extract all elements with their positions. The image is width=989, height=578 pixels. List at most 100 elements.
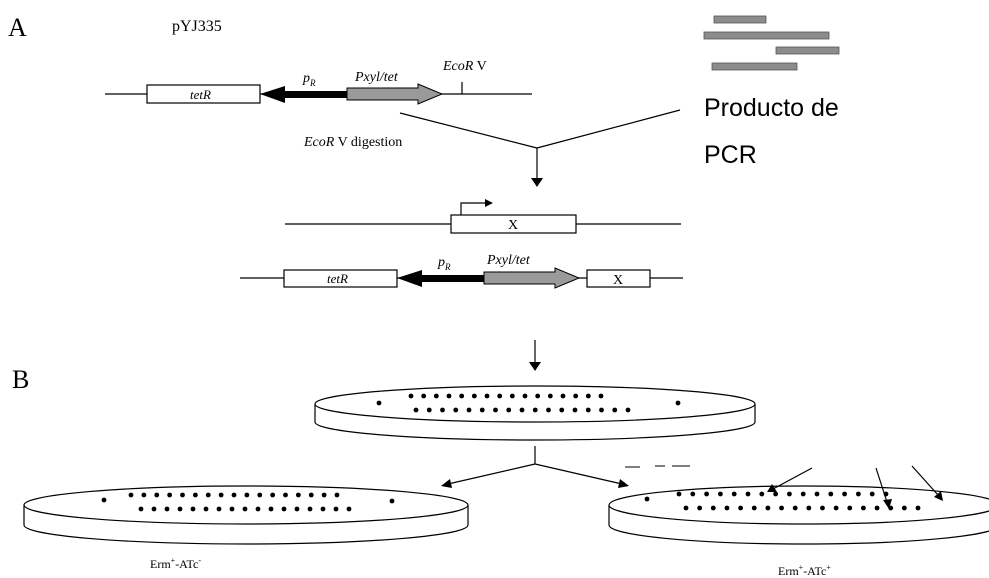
colony (869, 491, 875, 497)
pcr-insert: X (285, 199, 681, 234)
plate-top-colonies (376, 393, 681, 413)
colony (295, 492, 301, 498)
colony (270, 492, 276, 498)
colony (320, 506, 326, 512)
colony (861, 505, 866, 511)
digestion-label: EcoR V digestion (303, 135, 402, 150)
colony (453, 407, 459, 413)
converge-line-left (399, 112, 538, 149)
pcr-bar-3 (775, 46, 840, 55)
colony (585, 393, 591, 399)
colony (820, 505, 825, 511)
colony (759, 491, 765, 497)
colony (346, 506, 352, 512)
colony (257, 492, 263, 498)
final-pR-promoter-arrow (397, 270, 484, 287)
colony (484, 393, 490, 399)
plasmid-name: pYJ335 (172, 18, 222, 35)
panel-label-a: A (8, 13, 27, 42)
colony (710, 505, 716, 511)
colony (459, 393, 465, 399)
colony (101, 497, 107, 503)
pcr-label-line1: Producto de (704, 94, 839, 122)
branch-right-head (618, 479, 629, 488)
colony (675, 400, 681, 406)
branch-left-line (447, 463, 536, 485)
pR-promoter-arrow (260, 86, 347, 103)
colony (676, 491, 682, 497)
colony (792, 505, 798, 511)
colony (559, 407, 565, 413)
colony (466, 407, 472, 413)
colony (192, 492, 198, 498)
colony (294, 506, 300, 512)
colony (154, 492, 160, 498)
pcr-product-bars (703, 15, 840, 71)
tss-arrow-head (485, 199, 493, 207)
colony (433, 393, 439, 399)
colony (572, 407, 578, 413)
colony (242, 506, 248, 512)
colony (128, 492, 134, 498)
colony (203, 506, 209, 512)
panel-label-b: B (12, 365, 29, 394)
colony (560, 393, 566, 399)
insert-gene-box (450, 214, 577, 234)
tss-arrow-line (460, 202, 486, 215)
colony (334, 492, 340, 498)
colony (644, 496, 650, 502)
colony (532, 407, 538, 413)
colony (281, 506, 287, 512)
right-plate (608, 485, 989, 545)
colony (479, 407, 485, 413)
colony (151, 506, 157, 512)
pointer-arrow-2-line (875, 467, 888, 503)
colony (724, 505, 730, 511)
vector-construct: tetR pR Pxyl/tet EcoR V (105, 59, 532, 105)
colony (806, 505, 812, 511)
colony (177, 506, 183, 512)
colony (765, 505, 771, 511)
transform-arrow-head (529, 362, 541, 371)
plate-right-colonies (644, 491, 921, 511)
colony (255, 506, 261, 512)
pcr-label-line2: PCR (704, 141, 757, 169)
colony (718, 491, 723, 497)
colony (598, 393, 604, 399)
colony (509, 393, 515, 399)
branch-left-head (441, 479, 452, 488)
colony (915, 505, 921, 511)
tetR-label: tetR (190, 87, 211, 102)
colony (218, 492, 224, 498)
converge-line-right (536, 109, 681, 149)
ligation-arrow-head (531, 178, 543, 187)
colony (426, 407, 432, 413)
final-tetR-box (283, 269, 398, 288)
colony (268, 506, 274, 512)
colony (874, 505, 880, 511)
colony (842, 491, 847, 497)
final-pR-label: pR (437, 255, 451, 272)
pointer-arrow-3-line (911, 465, 939, 496)
colony (216, 506, 222, 512)
colony (408, 393, 414, 399)
colony (446, 393, 452, 399)
plate-right-label: Erm+-ATc+ (778, 563, 831, 578)
ecorv-site-label: EcoR V (442, 59, 487, 74)
colony (333, 506, 339, 512)
colony (787, 491, 792, 497)
branch-right-line (534, 463, 623, 485)
pointer-arrow-3-head (934, 491, 943, 501)
colony (440, 407, 445, 413)
colony (773, 491, 778, 497)
final-pxyl-tet-label: Pxyl/tet (486, 253, 531, 268)
pointer-arrow-1-head (767, 484, 777, 492)
colony (471, 393, 477, 399)
colony (231, 492, 237, 498)
pcr-bar-2 (703, 31, 830, 40)
colony (389, 498, 395, 504)
colony (180, 492, 185, 498)
colony (751, 505, 757, 511)
